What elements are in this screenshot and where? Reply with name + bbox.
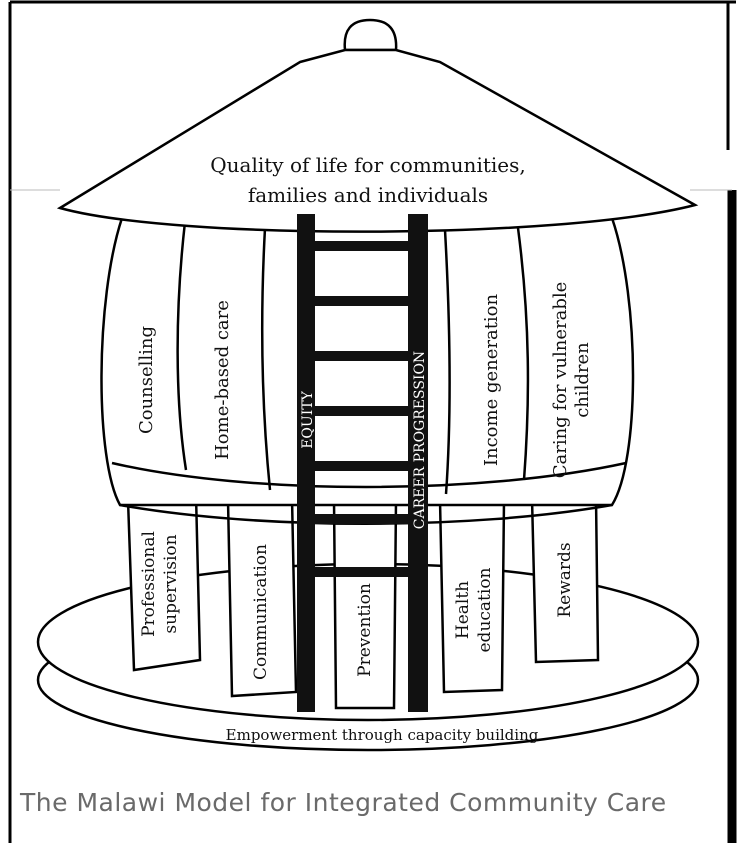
wall-label-caring-line-1: Caring for vulnerable [550, 282, 571, 479]
leg-label-professional: Professional [139, 531, 159, 637]
wall-label-caring-line-2: children [572, 342, 593, 418]
roof-text-line-2: families and individuals [248, 183, 488, 207]
ladder-rung [315, 406, 408, 416]
ladder-rung [315, 241, 408, 251]
ladder-rung [315, 514, 408, 524]
ladder-label-career-progression: CAREER PROGRESSION [412, 351, 428, 529]
roof-finial [343, 18, 398, 52]
page-frame [8, 0, 737, 843]
ladder-rung [315, 461, 408, 471]
legs [126, 493, 600, 710]
leg-label-prevention: Prevention [355, 583, 375, 677]
leg-label-education: education [475, 567, 495, 652]
ladder-left-rail [297, 214, 315, 712]
base-text: Empowerment through capacity building [226, 726, 539, 744]
wall-label-income-generation: Income generation [481, 293, 502, 466]
ladder [297, 214, 428, 712]
diagram-caption: The Malawi Model for Integrated Communit… [20, 788, 667, 817]
ladder-rung [315, 296, 408, 306]
leg-label-supervision: supervision [161, 534, 181, 633]
barrel-stave [443, 229, 451, 495]
wall-label-counselling: Counselling [136, 326, 157, 434]
ladder-rung [315, 567, 408, 577]
roof-text-line-1: Quality of life for communities, [210, 153, 525, 177]
wall-label-home-based-care: Home-based care [212, 300, 233, 460]
barrel-stave [516, 227, 530, 481]
barrel-stave [261, 227, 272, 491]
leg-label-communication: Communication [251, 544, 271, 680]
ladder-label-equity: EQUITY [300, 390, 316, 448]
leg-label-health: Health [453, 581, 473, 639]
leg-label-rewards: Rewards [555, 542, 575, 617]
barrel-band-top [111, 461, 627, 489]
ladder-rung [315, 351, 408, 361]
barrel-stave [176, 221, 188, 471]
ladder-right-rail [408, 214, 428, 712]
